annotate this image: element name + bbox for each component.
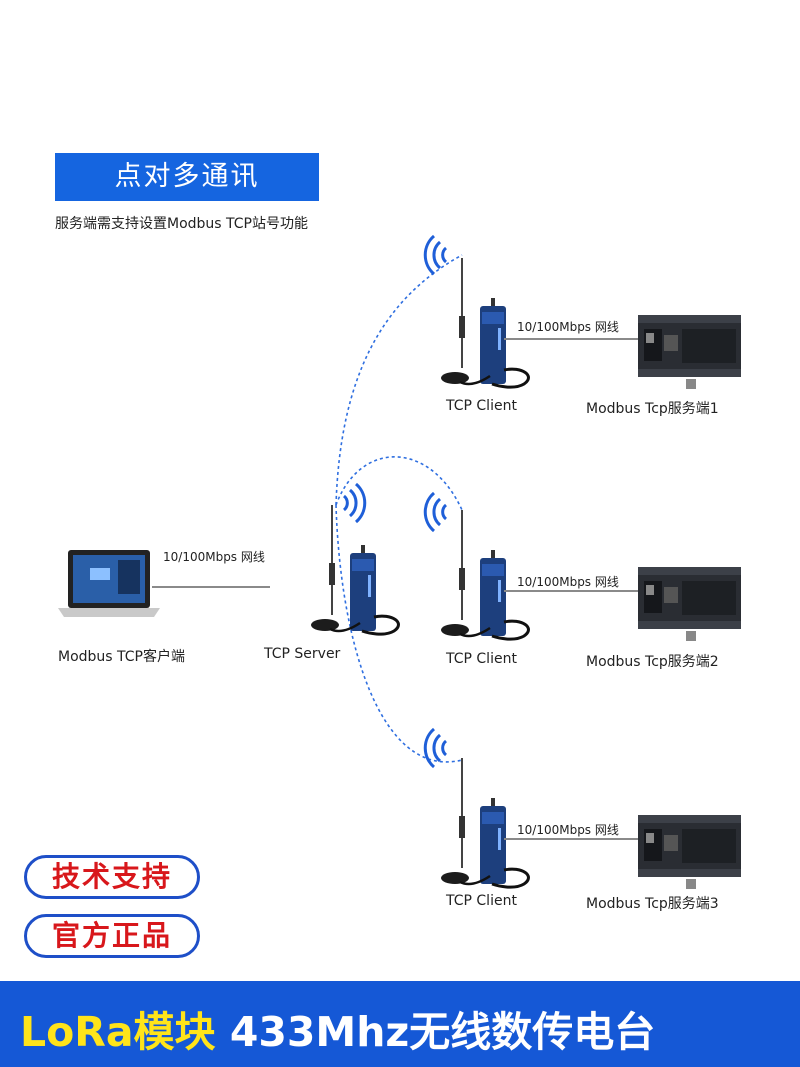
modbus-server-label-3: Modbus Tcp服务端3 [586, 896, 719, 912]
radio-client-icon-2 [439, 508, 531, 642]
ethernet-wire-2 [504, 590, 638, 592]
radio-client-icon-3 [439, 756, 531, 890]
footer-banner [0, 981, 800, 1067]
tcp-client-label-1: TCP Client [446, 398, 517, 414]
radio-client-icon-1 [439, 256, 531, 390]
server-label: TCP Server [264, 646, 341, 662]
wifi-icon [342, 482, 367, 524]
wifi-icon [423, 491, 448, 533]
client-pc-label: Modbus TCP客户端 [58, 649, 185, 665]
modbus-server-label-1: Modbus Tcp服务端1 [586, 401, 719, 417]
ethernet-wire-pc [152, 586, 270, 588]
wireless-link-2 [335, 456, 463, 511]
modbus-server-label-2: Modbus Tcp服务端2 [586, 654, 719, 670]
ethernet-label-2: 10/100Mbps 网线 [517, 575, 619, 589]
plc-icon-1 [638, 315, 741, 389]
ethernet-label-pc: 10/100Mbps 网线 [163, 550, 265, 564]
ethernet-label-3: 10/100Mbps 网线 [517, 823, 619, 837]
ethernet-wire-3 [504, 838, 638, 840]
genuine-badge: 官方正品 [24, 914, 200, 958]
tcp-client-label-2: TCP Client [446, 651, 517, 667]
footer-spec: 433Mhz无线数传电台 [229, 1008, 656, 1056]
wireless-link-3 [335, 504, 463, 763]
footer-product: LoRa模块 [20, 1008, 216, 1056]
diagram-title: 点对多通讯 [55, 153, 319, 201]
wifi-icon [423, 234, 448, 276]
radio-server-icon [309, 503, 401, 637]
diagram-subtitle: 服务端需支持设置Modbus TCP站号功能 [55, 216, 308, 232]
laptop-icon [58, 550, 160, 617]
ethernet-wire-1 [504, 338, 638, 340]
tech-support-badge: 技术支持 [24, 855, 200, 899]
plc-icon-2 [638, 567, 741, 641]
plc-icon-3 [638, 815, 741, 889]
tcp-client-label-3: TCP Client [446, 893, 517, 909]
footer-text: LoRa模块 433Mhz无线数传电台 [20, 998, 655, 1058]
ethernet-label-1: 10/100Mbps 网线 [517, 320, 619, 334]
